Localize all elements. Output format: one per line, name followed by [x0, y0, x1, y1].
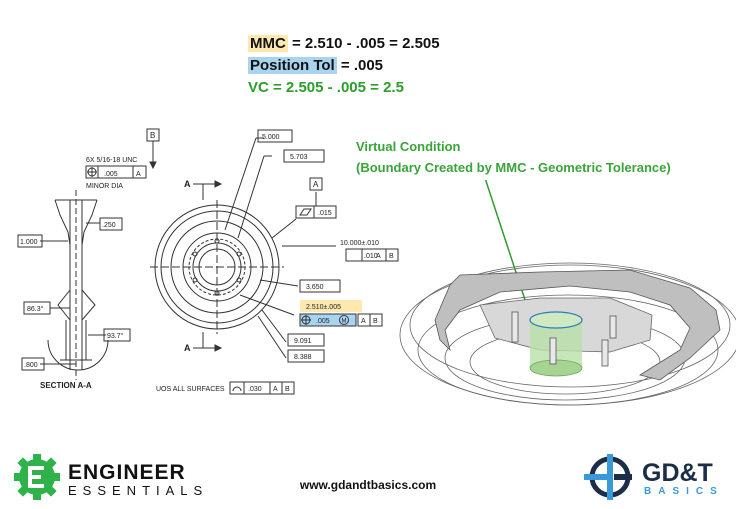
- dim-250: .250: [102, 222, 116, 229]
- engineer-essentials-sub: ESSENTIALS: [68, 483, 209, 498]
- section-a-bottom: A: [184, 343, 191, 353]
- dia-5000-label: 5.000: [262, 134, 280, 141]
- section-profile: [54, 190, 98, 380]
- dia-8388-label: 8.388: [294, 354, 312, 361]
- datum-b-label: B: [150, 131, 155, 140]
- vc-leader-line: [484, 180, 531, 316]
- dia-10000-label: 10.000±.010: [340, 240, 379, 247]
- dia-10000-ref-b: B: [389, 253, 394, 260]
- engineer-essentials-logo-icon: [14, 454, 60, 500]
- datum-a-label: A: [313, 180, 319, 189]
- dia-10000-frame: [345, 248, 399, 262]
- dia-5000-frame: [257, 129, 293, 143]
- minor-dia: MINOR DIA: [86, 183, 123, 190]
- position-tol-value: = .005: [336, 57, 384, 74]
- dia-9091-label: 9.091: [294, 338, 312, 345]
- front-view: [150, 200, 284, 334]
- vc-callout-title: Virtual Condition: [356, 139, 461, 154]
- thread-tol-frame: [85, 165, 147, 179]
- flatness-frame: [295, 205, 337, 219]
- thread-ref: A: [136, 171, 141, 178]
- position-ref-a: A: [361, 318, 366, 325]
- dia-5703-frame: [283, 149, 325, 163]
- dia-9091-frame: [287, 333, 325, 347]
- position-tol-frame: .005 M: [299, 313, 357, 327]
- engineer-essentials-name: ENGINEER: [68, 461, 186, 484]
- engineering-drawing: B 6X 5/16-18 UNC .005 A MINOR DIA .250 1…: [17, 128, 399, 395]
- datum-a-box: [309, 177, 323, 191]
- mmc-formula: MMC = 2.510 - .005 = 2.505: [248, 34, 440, 54]
- position-tol-value-box: .005: [316, 318, 330, 325]
- pulley-upper-flange: [434, 269, 721, 381]
- dia-2510-highlight: [300, 300, 362, 312]
- dim-1000: 1.000: [20, 239, 38, 246]
- profile-ref-a: A: [273, 386, 278, 393]
- vc-formula: VC = 2.505 - .005 = 2.5: [248, 79, 404, 96]
- dim-937: 93.7°: [107, 332, 124, 340]
- dim-863: 86.3°: [27, 305, 44, 313]
- dia-8388-frame: [287, 349, 325, 363]
- thread-note: 6X 5/16-18 UNC: [86, 157, 137, 164]
- dia-3650-label: 3.650: [306, 284, 324, 291]
- thread-tol: .005: [104, 171, 118, 178]
- position-tol-formula: Position Tol = .005: [248, 56, 383, 76]
- dia-2510-label: 2.510±.005: [306, 304, 341, 311]
- profile-ref-b: B: [285, 386, 290, 393]
- mmc-modifier: M: [342, 319, 347, 325]
- section-label: SECTION A-A: [40, 381, 92, 390]
- section-a-top: A: [184, 179, 191, 189]
- dia-10000-tol: .010: [364, 253, 378, 260]
- vc-callout-subtitle: (Boundary Created by MMC - Geometric Tol…: [356, 160, 671, 175]
- flatness-tol: .015: [318, 210, 332, 217]
- profile-tol: .030: [248, 386, 262, 393]
- gdt-basics-name: GD&T: [642, 459, 713, 487]
- uos-label: UOS ALL SURFACES: [156, 386, 225, 393]
- position-tol-label: Position Tol: [248, 57, 337, 74]
- mmc-value: = 2.510 - .005 = 2.505: [287, 35, 440, 52]
- dia-3650-frame: [299, 279, 341, 293]
- dia-5703-label: 5.703: [290, 154, 308, 161]
- pulley-3d-model: [399, 180, 736, 406]
- position-ref-b: B: [373, 318, 378, 325]
- gdt-basics-logo-icon: [584, 454, 632, 500]
- website-url[interactable]: www.gdandtbasics.com: [299, 478, 437, 492]
- dim-800: .800: [24, 362, 38, 369]
- mmc-label: MMC: [248, 35, 288, 52]
- dia-10000-ref-a: A: [376, 253, 381, 260]
- gdt-basics-sub: BASICS: [644, 486, 724, 497]
